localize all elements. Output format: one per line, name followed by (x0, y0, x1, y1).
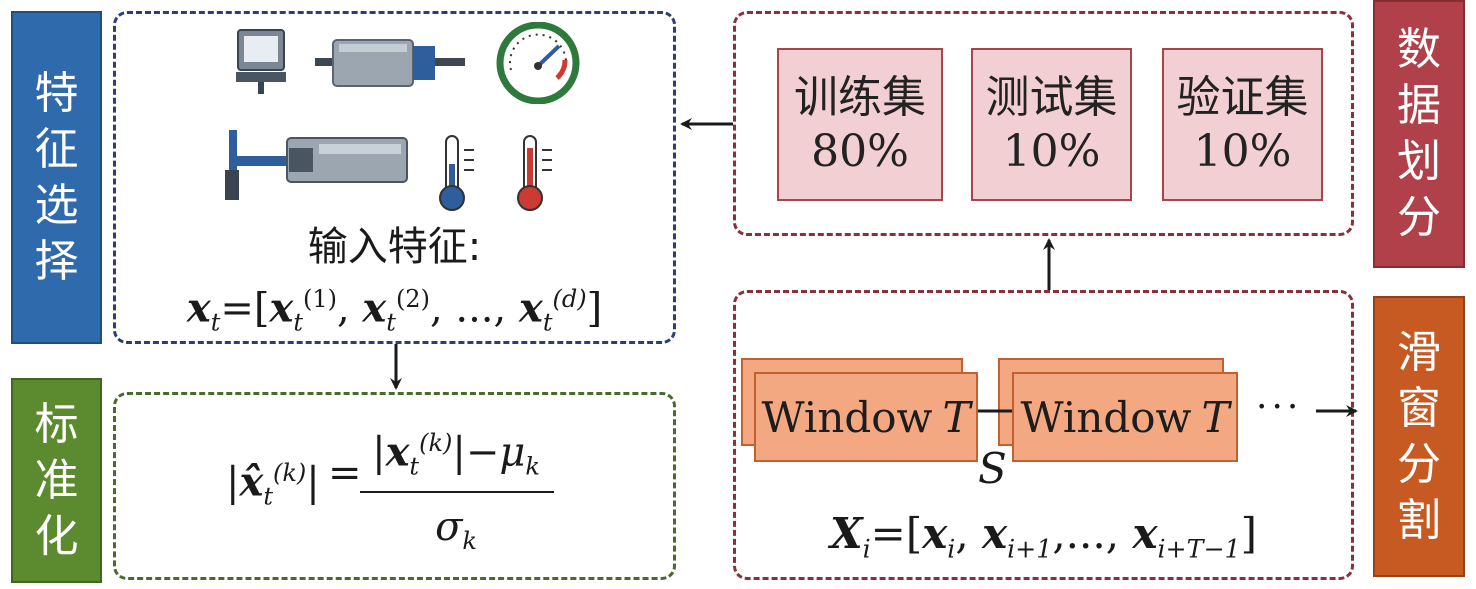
test-set-box: 测试集 10% (971, 48, 1132, 201)
label-char: 据 (1397, 80, 1441, 131)
data-split-label: 数 据 划 分 (1373, 0, 1465, 268)
set-name: 训练集 (794, 71, 926, 123)
train-set-box: 训练集 80% (777, 48, 943, 201)
normalization-denominator: σk (435, 504, 477, 555)
set-name: 验证集 (1176, 71, 1309, 123)
normalization-lhs: |x̂t(k)| (226, 458, 320, 511)
label-char: 特 (34, 67, 79, 119)
stride-label: S (978, 444, 1007, 493)
window-formula: Xi=[xi, xi+1,..., xi+T−1] (830, 509, 1257, 564)
gauge-icon (496, 22, 580, 104)
feature-selection-label: 特 征 选 择 (11, 11, 102, 344)
label-char: 征 (34, 123, 79, 175)
normalization-numerator: |xt(k)|−μk (372, 428, 540, 481)
label-char: 划 (1397, 136, 1441, 187)
label-char: 窗 (1397, 382, 1441, 434)
set-percent: 10% (1002, 125, 1101, 177)
actuator-icon (225, 130, 408, 200)
label-char: 数 (1397, 24, 1441, 75)
cold-thermometer-icon (439, 135, 474, 211)
validation-set-box: 验证集 10% (1162, 48, 1323, 201)
feature-panel (113, 11, 676, 344)
label-char: 化 (34, 510, 79, 562)
feature-formula: xt=[xt(1), xt(2), ..., xt(d)] (186, 284, 603, 337)
hot-thermometer-icon (517, 135, 552, 211)
window-box-2: Window T (1012, 372, 1238, 462)
label-char: 分 (1397, 192, 1441, 243)
continuation-dots: ··· (1256, 387, 1303, 428)
data-split-panel (733, 11, 1354, 236)
label-char: 标 (34, 398, 79, 450)
feature-title: 输入特征: (307, 224, 482, 270)
sliding-window-panel (733, 290, 1354, 580)
sliding-window-label: 滑 窗 分 割 (1373, 296, 1465, 577)
label-char: 准 (34, 454, 79, 506)
monitor-icon (236, 29, 286, 94)
label-char: 割 (1397, 494, 1441, 546)
window-box-1: Window T (754, 372, 978, 462)
shaft-icon (315, 39, 465, 87)
label-char: 选 (34, 179, 79, 231)
label-char: 分 (1397, 438, 1441, 490)
label-char: 择 (34, 235, 79, 287)
label-char: 滑 (1397, 326, 1441, 378)
normalization-label: 标 准 化 (11, 378, 102, 583)
fraction-bar (360, 491, 554, 493)
set-name: 测试集 (985, 71, 1118, 123)
set-percent: 80% (811, 125, 909, 177)
set-percent: 10% (1193, 125, 1292, 177)
normalization-eq: = (328, 450, 362, 496)
normalization-panel (113, 392, 676, 580)
